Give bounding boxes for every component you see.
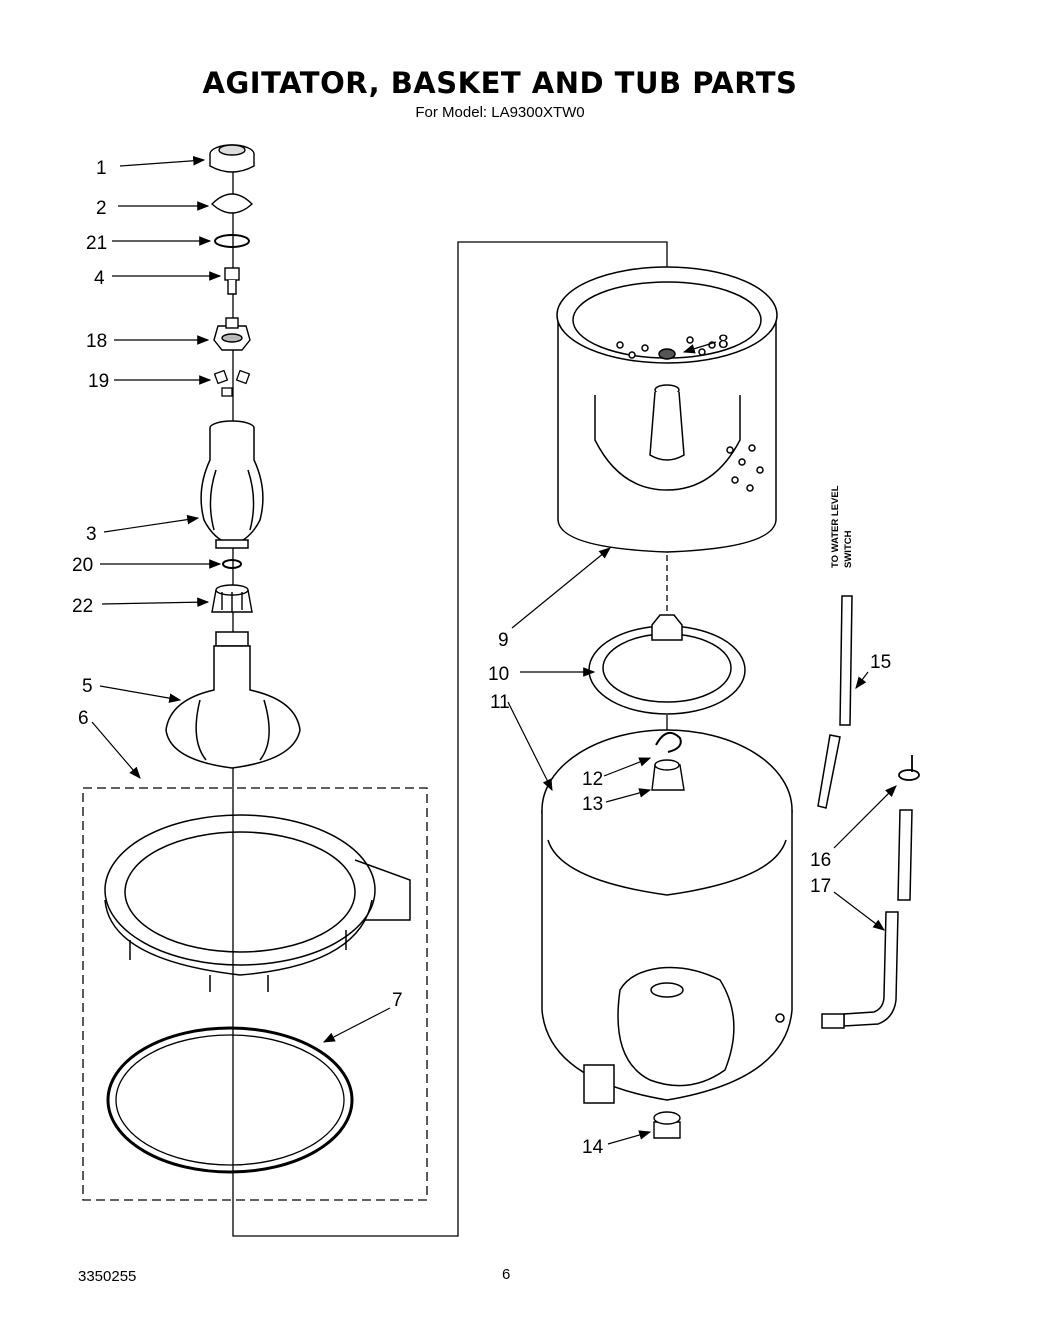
callout-8: 8 — [718, 332, 729, 353]
callout-19: 19 — [88, 371, 109, 392]
cap-seal-part — [210, 193, 254, 214]
tub-ring-part — [104, 814, 411, 992]
basket-part — [556, 266, 778, 553]
drive-bell-part — [211, 584, 253, 613]
spanner-nut-part — [651, 759, 685, 791]
o-ring-part — [214, 234, 250, 248]
callout-13: 13 — [582, 794, 603, 815]
callout-9: 9 — [498, 630, 509, 651]
document-number: 3350255 — [78, 1268, 137, 1285]
callout-21: 21 — [86, 233, 107, 254]
callout-3: 3 — [86, 524, 97, 545]
callout-5: 5 — [82, 676, 93, 697]
leader-arrows — [91, 155, 897, 1145]
air-tube-part — [817, 595, 853, 809]
callout-12: 12 — [582, 769, 603, 790]
agitator-barrel-part — [200, 420, 264, 549]
callout-7: 7 — [392, 990, 403, 1011]
model-subtitle: For Model: LA9300XTW0 — [415, 104, 585, 121]
callout-16: 16 — [810, 850, 831, 871]
hose-part — [821, 809, 913, 1029]
callout-18: 18 — [86, 331, 107, 352]
agitator-cap-part — [209, 144, 255, 173]
callout-4: 4 — [94, 268, 105, 289]
callout-6: 6 — [78, 708, 89, 729]
clip-spring-part — [655, 731, 682, 753]
callout-2: 2 — [96, 198, 107, 219]
callout-1: 1 — [96, 158, 107, 179]
drain-plug-part — [653, 1111, 681, 1139]
callout-labels: 1 2 21 4 18 19 3 20 22 5 6 7 8 9 10 11 1… — [72, 158, 891, 1158]
callout-11: 11 — [490, 692, 510, 713]
tub-part — [541, 729, 793, 1104]
callout-10: 10 — [488, 664, 509, 685]
dogs-part — [213, 369, 251, 397]
callout-20: 20 — [72, 555, 93, 576]
dashed-group-box — [82, 787, 428, 1201]
callout-14: 14 — [582, 1137, 604, 1158]
callout-15: 15 — [870, 652, 891, 673]
callout-17: 17 — [810, 876, 831, 897]
ratchet-part — [213, 317, 251, 351]
page-number: 6 — [502, 1266, 511, 1283]
agitator-base-part — [165, 631, 301, 769]
bolt-part — [224, 267, 240, 295]
callout-22: 22 — [72, 596, 93, 617]
hub-part — [588, 614, 746, 715]
hose-clamp-part — [898, 755, 920, 781]
tub-gasket-part — [106, 1026, 354, 1174]
washer-part — [222, 559, 242, 569]
page-title: AGITATOR, BASKET AND TUB PARTS — [202, 66, 798, 100]
